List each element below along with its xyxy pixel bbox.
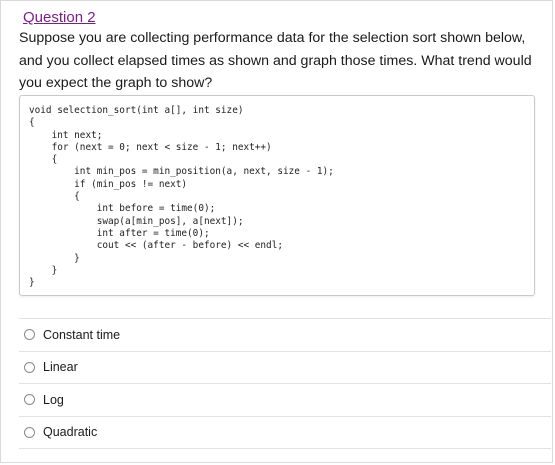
answer-option-quadratic[interactable]: Quadratic (19, 415, 551, 449)
answer-label: Quadratic (43, 425, 98, 440)
code-line: } (29, 252, 80, 264)
code-line: int next; (29, 129, 103, 141)
answer-label: Constant time (43, 327, 121, 342)
answer-label: Linear (43, 360, 78, 375)
radio-button[interactable] (24, 361, 35, 373)
code-line: for (next = 0; next < size - 1; next++) (29, 141, 272, 153)
code-block: void selection_sort(int a[], int size) {… (19, 95, 535, 296)
code-line: swap(a[min_pos], a[next]); (29, 215, 244, 227)
code-line: { (29, 117, 35, 129)
question-text: Suppose you are collecting performance d… (19, 30, 532, 91)
answer-label: Log (43, 392, 64, 407)
code-line: } (29, 277, 35, 289)
radio-button[interactable] (24, 394, 35, 406)
code-line: cout << (after - before) << endl; (29, 240, 283, 252)
code-line: int before = time(0); (29, 203, 216, 215)
radio-button[interactable] (24, 329, 35, 341)
answer-option-constant-time[interactable]: Constant time (19, 318, 551, 351)
radio-button[interactable] (24, 426, 35, 438)
code-line: int min_pos = min_position(a, next, size… (29, 166, 334, 178)
question-title-link[interactable]: Question 2 (23, 9, 96, 26)
code-line: { (29, 191, 80, 203)
code-line: if (min_pos != next) (29, 178, 188, 190)
answer-options: Constant time Linear Log Quadratic (19, 318, 551, 448)
code-line: { (29, 154, 58, 166)
code-line: int after = time(0); (29, 227, 210, 239)
answer-option-log[interactable]: Log (19, 383, 551, 416)
code-line: } (29, 264, 58, 276)
answer-option-linear[interactable]: Linear (19, 350, 551, 384)
answers-bottom-divider (19, 448, 551, 449)
code-line: void selection_sort(int a[], int size) (29, 105, 244, 116)
